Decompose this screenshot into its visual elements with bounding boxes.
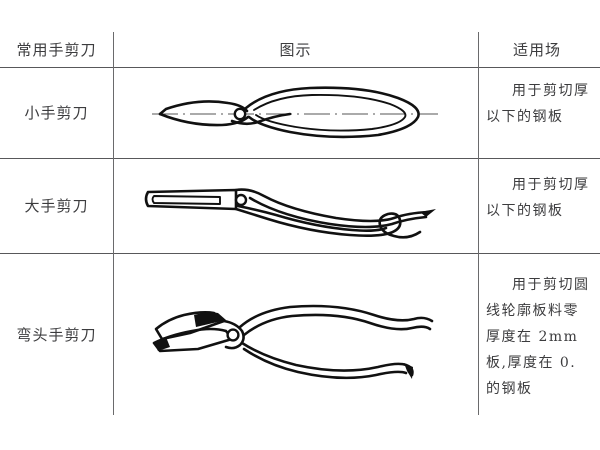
header-label-tool-name: 常用手剪刀 (16, 41, 97, 59)
description-line: 线轮廓板料零 (486, 303, 579, 319)
tool-name-label: 弯头手剪刀 (16, 325, 97, 344)
description-line: 的钢板 (486, 381, 533, 397)
upper-handle-lower-edge (242, 313, 432, 337)
handle-inner-loop (253, 93, 407, 132)
description-line: 厚度在 2mm (486, 329, 579, 345)
pivot-head (222, 319, 245, 350)
lower-handle-upper-edge (236, 204, 388, 232)
header-label-illustration: 图示 (279, 41, 312, 59)
upper-handle (238, 304, 434, 329)
blade-lower-edge (158, 112, 250, 127)
row-2-bottom-rule (0, 253, 600, 254)
description-line: 板,厚度在 0. (486, 355, 577, 371)
description-line: 用于剪切圆 (512, 277, 590, 293)
upper-blade-tip (194, 312, 226, 327)
upper-handle (234, 188, 430, 223)
lower-handle-lower-edge (242, 347, 408, 380)
application-text-row-1: 用于剪切厚 以下的钢板 (478, 78, 600, 148)
lower-handle (240, 341, 414, 377)
header-bottom-rule (0, 67, 600, 68)
tool-name-label: 大手剪刀 (24, 197, 89, 215)
pivot-rivet (233, 107, 247, 121)
table-row: 大手剪刀 (0, 158, 113, 253)
handle-outer-loop (244, 86, 420, 139)
description-line: 以下的钢板 (486, 109, 564, 125)
column-2-divider (478, 32, 479, 415)
description-line: 用于剪切厚 (512, 177, 590, 193)
small-hand-shears-diagram (150, 78, 440, 150)
description-line: 用于剪切厚 (512, 83, 590, 99)
pivot-rivet (226, 328, 240, 342)
lower-arm (230, 112, 292, 126)
lower-blade (152, 327, 234, 353)
lower-handle-hook-tip (404, 363, 413, 379)
table-row: 小手剪刀 (0, 67, 113, 158)
blade-upper-edge (158, 100, 249, 116)
bent-head-hand-shears-diagram (140, 295, 440, 385)
header-label-application: 适用场 (513, 41, 562, 59)
lower-handle-hook (234, 207, 422, 239)
tool-name-label: 小手剪刀 (24, 104, 89, 122)
header-cell-illustration: 图示 (113, 32, 478, 67)
pivot-rivet (234, 193, 248, 207)
blade-inner-line (151, 195, 221, 205)
blade-body (144, 188, 238, 211)
description-line: 以下的钢板 (486, 203, 564, 219)
lower-blade-tip (154, 337, 170, 351)
row-1-bottom-rule (0, 158, 600, 159)
upper-handle-tip (420, 209, 436, 217)
table-row: 弯头手剪刀 (0, 253, 113, 415)
header-cell-application: 适用场 (478, 32, 600, 67)
application-text-row-2: 用于剪切厚 以下的钢板 (478, 172, 600, 242)
application-text-row-3: 用于剪切圆 线轮廓板料零 厚度在 2mm 板,厚度在 0. 的钢板 (478, 272, 600, 412)
large-hand-shears-diagram (140, 172, 440, 248)
header-cell-tool-name: 常用手剪刀 (0, 32, 113, 67)
column-1-divider (113, 32, 114, 415)
upper-handle-lower-edge (248, 196, 428, 229)
